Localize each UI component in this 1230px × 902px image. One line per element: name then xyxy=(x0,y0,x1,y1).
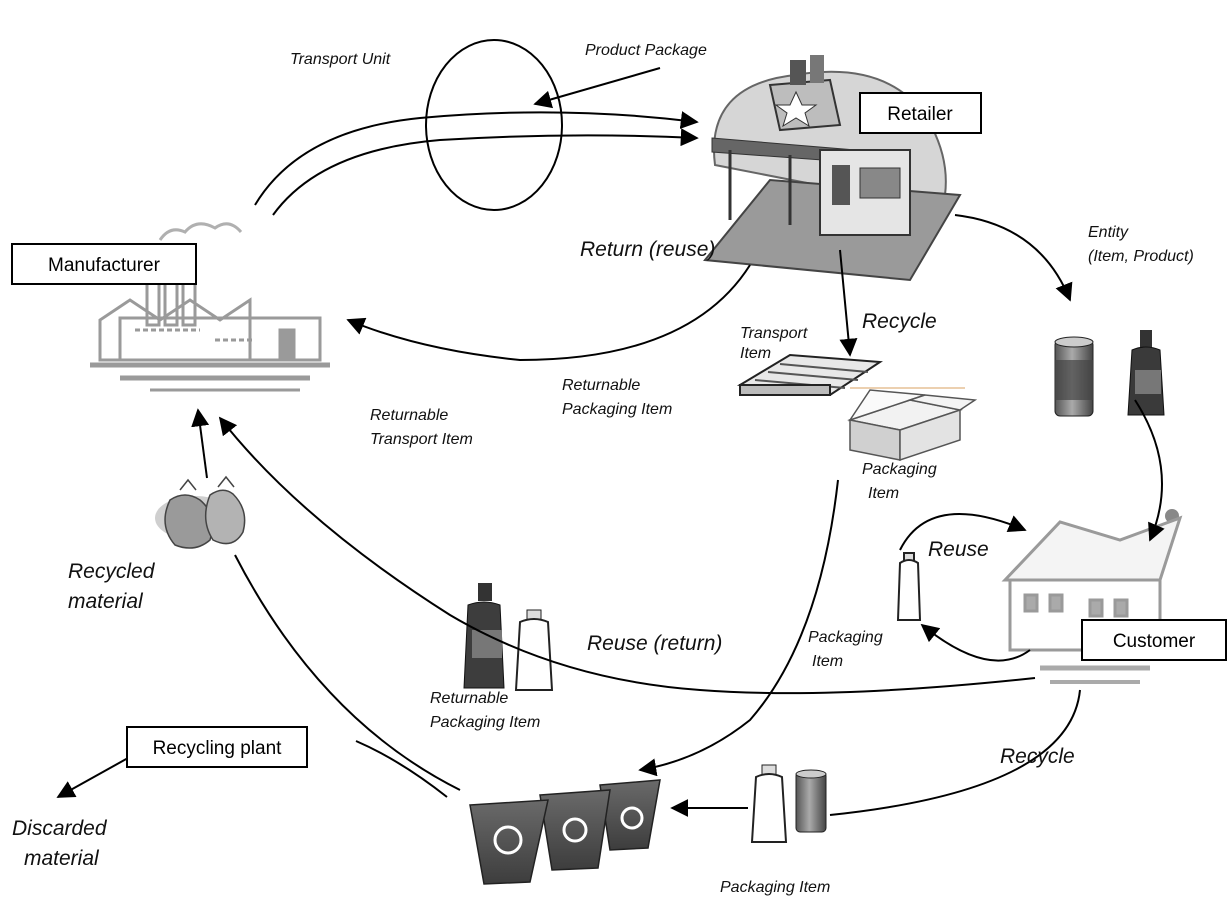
reuse-customer-label: Reuse xyxy=(928,538,989,561)
recycled-material-2: material xyxy=(68,590,144,613)
recycled-material-1: Recycled xyxy=(68,560,156,583)
arrow-customer-recycle xyxy=(829,689,1081,816)
recycle-bottom-label: Recycle xyxy=(1000,745,1075,768)
packaging-item-box-1: Packaging xyxy=(862,461,937,478)
discarded-material-2: material xyxy=(24,847,100,870)
glass-bottle-icon xyxy=(1127,330,1165,416)
transport-unit-label: Transport Unit xyxy=(290,51,391,68)
customer-node: Customer xyxy=(1081,619,1227,661)
reuse-return-label: Reuse (return) xyxy=(587,632,722,655)
bottle-and-can-icon xyxy=(750,764,827,843)
transport-unit-ellipse xyxy=(425,39,563,211)
returnable-packaging-top-1: Returnable xyxy=(562,377,640,394)
entity-label-1: Entity xyxy=(1088,224,1129,241)
retailer-node: Retailer xyxy=(859,92,982,134)
customer-label: Customer xyxy=(1113,631,1196,652)
returnable-packaging-bottom-1: Returnable xyxy=(430,690,508,707)
store-icon xyxy=(703,55,962,282)
returnable-transport-1: Returnable xyxy=(370,407,448,424)
arrow-recycle-retailer xyxy=(839,249,858,357)
transport-item-label-1: Transport xyxy=(740,325,808,342)
arrow-manufacturer-to-retailer-2 xyxy=(272,128,699,216)
arrow-manufacturer-to-retailer-1 xyxy=(254,111,699,206)
transport-item-label-2: Item xyxy=(740,345,771,362)
arrow-packaging-to-bins xyxy=(638,479,839,777)
manufacturer-label: Manufacturer xyxy=(48,255,161,276)
arrow-recycled-material xyxy=(191,408,210,479)
packaging-item-bottom-label: Packaging Item xyxy=(720,879,830,896)
returnable-packaging-top-2: Packaging Item xyxy=(562,401,672,418)
return-reuse-label: Return (reuse) xyxy=(580,238,715,261)
can-icon xyxy=(1054,336,1094,417)
manufacturer-node: Manufacturer xyxy=(11,243,197,285)
discarded-material-1: Discarded xyxy=(12,817,108,840)
arrow-reuse-return xyxy=(218,416,1036,695)
arrow-product-package xyxy=(533,67,661,109)
entity-label-2: (Item, Product) xyxy=(1088,248,1194,265)
retailer-label: Retailer xyxy=(887,104,953,125)
recycle-top-label: Recycle xyxy=(862,310,937,333)
recycling-plant-node: Recycling plant xyxy=(126,726,308,768)
line-bins-to-plant xyxy=(355,740,448,798)
arrow-bins-to-sacks xyxy=(234,554,461,791)
arrow-entity-to-customer xyxy=(1134,399,1165,542)
arrow-plant-to-discarded xyxy=(56,757,129,798)
pallet-icon xyxy=(736,353,883,397)
returnable-transport-2: Transport Item xyxy=(370,431,473,448)
arrow-reuse-loop-bottom xyxy=(920,623,1031,662)
sacks-icon xyxy=(155,475,246,549)
packaging-item-box-2: Item xyxy=(868,485,899,502)
returnable-bottles-icon xyxy=(463,583,554,691)
recycling-plant-label: Recycling plant xyxy=(153,738,283,759)
cardboard-box-icon xyxy=(847,387,978,462)
plastic-bottle-icon xyxy=(896,552,922,621)
packaging-item-customer-1: Packaging xyxy=(808,629,883,646)
recycling-bins-icon xyxy=(469,779,661,885)
factory-icon xyxy=(90,222,330,392)
returnable-packaging-bottom-2: Packaging Item xyxy=(430,714,540,731)
product-package-label: Product Package xyxy=(585,42,707,59)
arrow-retailer-to-entity xyxy=(954,214,1073,302)
packaging-item-customer-2: Item xyxy=(812,653,843,670)
arrow-reuse-loop-top xyxy=(899,513,1027,551)
arrow-return-reuse xyxy=(346,264,751,362)
